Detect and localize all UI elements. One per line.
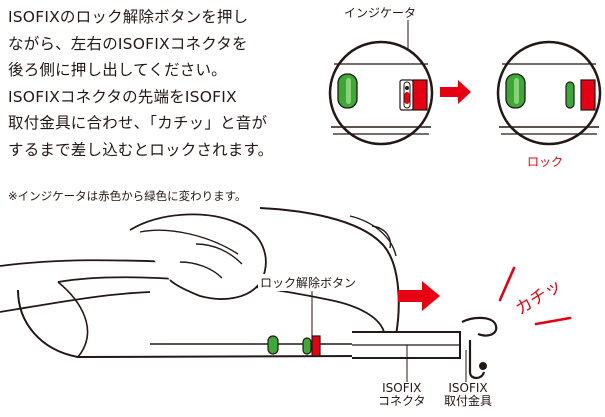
instruction-line: ISOFIXコネクタの先端をISOFIX [8,87,237,106]
instruction-line: するまで差し込むとロックされます。 [8,140,274,159]
instruction-text: ISOFIXのロック解除ボタンを押し ながら、左右のISOFIXコネクタを 後ろ… [8,4,308,163]
instruction-line: 取付金具に合わせ、「カチッ」と音が [8,114,268,132]
push-arrow-icon [398,281,440,311]
indicator-after-illustration [496,40,602,146]
instruction-line: 後ろ側に押し出してください。 [8,61,227,79]
lock-release-button-label: ロック解除ボタン [258,274,359,291]
seat-indicator-illustration [267,335,321,357]
isofix-fixture-label: ISOFIX 取付金具 [444,381,493,408]
lock-label: ロック [527,155,564,169]
seat-install-illustration [0,207,498,382]
indicator-note: ※インジケータは赤色から緑色に変わります。 [8,189,247,203]
arrow-right-icon [440,80,471,104]
instruction-line: ながら、左右のISOFIXコネクタを [8,34,248,53]
isofix-connector-label: ISOFIX コネクタ [378,381,426,408]
indicator-before-illustration [328,20,434,146]
indicator-label: インジケータ [344,6,417,20]
instruction-line: ISOFIXのロック解除ボタンを押し [8,8,249,26]
